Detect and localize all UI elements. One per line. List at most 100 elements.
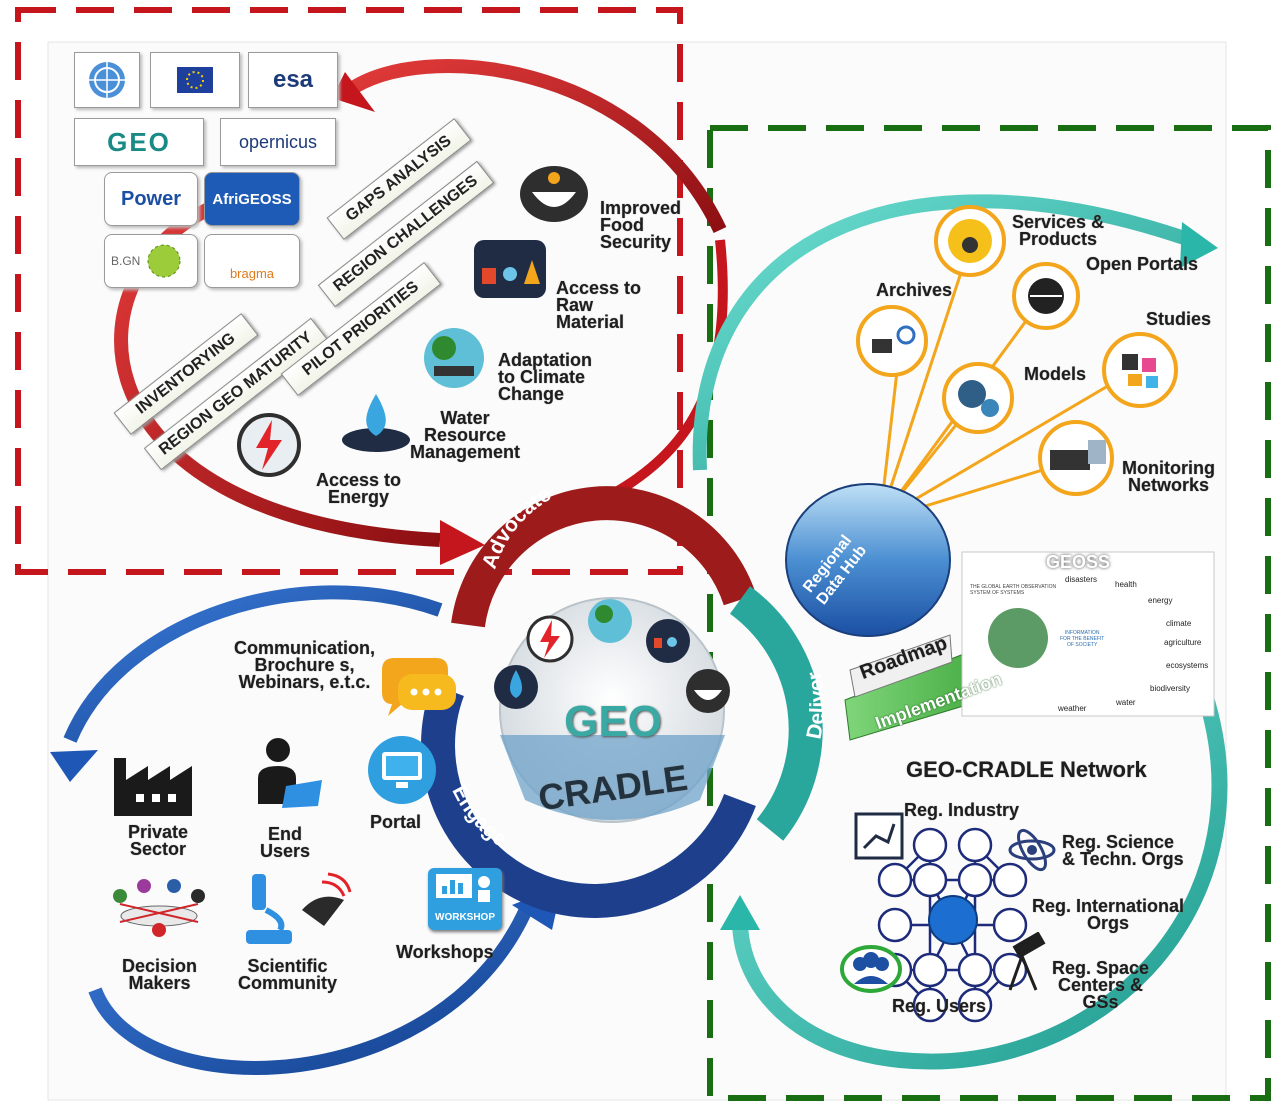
- end-user-icon: [258, 738, 322, 808]
- center-water-icon: [494, 665, 538, 709]
- bgn-logo: B.GN: [104, 234, 198, 288]
- blue-arrowhead-top: [50, 750, 98, 782]
- center-geo-logo: GEO: [564, 697, 662, 746]
- copernicus-logo-text: opernicus: [238, 131, 318, 152]
- teal-arrow-top: [692, 194, 1193, 471]
- label-reg-industry: Reg. Industry: [904, 800, 1020, 820]
- geoss-sba-weather: weather: [1058, 704, 1087, 713]
- un-logo: [74, 52, 140, 108]
- label-studies: Studies: [1146, 309, 1212, 329]
- label-communication: Communication,Brochure s,Webinars, e.t.c…: [234, 638, 376, 692]
- red-arrowhead-top: [332, 72, 375, 112]
- network-graph: [877, 827, 1028, 1023]
- bragma-logo-text: bragma: [229, 266, 275, 281]
- copernicus-logo: opernicus: [220, 118, 336, 166]
- un-emblem-icon: [89, 62, 125, 98]
- red-arrow-top: [345, 59, 727, 233]
- speech-bubble-icon: [382, 658, 456, 716]
- geoss-globe: [988, 608, 1048, 668]
- esa-logo: esa: [248, 52, 338, 108]
- center-food-icon: [686, 669, 730, 713]
- ring-advocate: [451, 486, 757, 628]
- geoss-sba-energy: energy: [1148, 596, 1173, 605]
- afrigeoss-logo-text: AfriGEOSS: [212, 190, 292, 208]
- esa-logo-text: esa: [272, 66, 314, 93]
- ring-engage: [421, 684, 756, 918]
- geo-logo: GEO: [74, 118, 204, 166]
- archives-icon: [856, 305, 928, 377]
- models-icon: [942, 362, 1014, 434]
- workshop-board-icon: [436, 874, 490, 902]
- energy-access-icon: [237, 413, 301, 477]
- deliver-frame: [707, 125, 1271, 1101]
- geoss-sba-agriculture: agriculture: [1164, 638, 1202, 647]
- bgn-logo-text: B.GN: [111, 254, 141, 268]
- decision-makers-icon: [113, 879, 205, 937]
- power-logo: Power: [104, 172, 198, 226]
- workshop-icon: WORKSHOP: [428, 868, 502, 930]
- blue-arrow-top: [63, 585, 443, 743]
- eu-logo: [150, 52, 240, 108]
- label-portal: Portal: [370, 812, 422, 832]
- geoss-sba-biodiversity: biodiversity: [1150, 684, 1191, 693]
- geoss-title: GEOSS: [1046, 552, 1111, 572]
- monitoring-networks-icon: [1038, 420, 1114, 496]
- food-security-icon: [520, 166, 588, 222]
- roadmap-tag: [849, 634, 953, 698]
- center-banner: [500, 735, 725, 820]
- studies-icon: [1102, 332, 1178, 408]
- science-atom-icon: [1008, 828, 1056, 872]
- geo-logo-text: GEO: [107, 126, 171, 157]
- workshop-badge-text: WORKSHOP: [435, 912, 495, 923]
- portal-monitor-icon: [368, 736, 436, 804]
- scientific-community-icon: [246, 872, 352, 944]
- bgn-globe-icon: [147, 244, 181, 278]
- network-globe-icon: [928, 895, 978, 945]
- factory-icon: [114, 758, 192, 816]
- teal-arrowhead-top: [1180, 222, 1218, 268]
- geoss-sba-climate: climate: [1166, 619, 1192, 628]
- ring-label-deliver: Deliver: [803, 670, 830, 741]
- climate-adaptation-icon: [424, 328, 484, 388]
- label-reg-users: Reg. Users: [892, 996, 987, 1016]
- label-services-products: Services &Products: [1012, 212, 1105, 249]
- teal-arrowhead-bottom: [720, 895, 760, 930]
- geoss-sba-ecosystems: ecosystems: [1166, 661, 1209, 670]
- space-telescope-icon: [1008, 932, 1046, 991]
- regional-data-hub: [785, 483, 951, 637]
- geoss-sba-health: health: [1115, 580, 1137, 589]
- users-group-icon: [840, 945, 902, 993]
- advocate-frame: [15, 7, 683, 575]
- power-logo-text: Power: [120, 187, 182, 210]
- label-models: Models: [1024, 364, 1087, 384]
- red-arrowhead-bottom: [440, 520, 485, 565]
- services-products-icon: [934, 205, 1006, 277]
- center-climate-icon: [588, 599, 632, 643]
- open-portals-icon: [1012, 262, 1080, 330]
- center-raw-material-icon: [646, 619, 690, 663]
- center-energy-icon: [526, 615, 574, 663]
- geoss-sba-water: water: [1116, 698, 1136, 707]
- bragma-logo: bragma: [204, 234, 300, 288]
- label-workshops: Workshops: [396, 942, 494, 962]
- label-reg-science: Reg. Science& Techn. Orgs: [1062, 832, 1184, 869]
- label-archives: Archives: [876, 280, 953, 300]
- raw-material-icon: [474, 240, 546, 298]
- afrigeoss-logo: AfriGEOSS: [204, 172, 300, 226]
